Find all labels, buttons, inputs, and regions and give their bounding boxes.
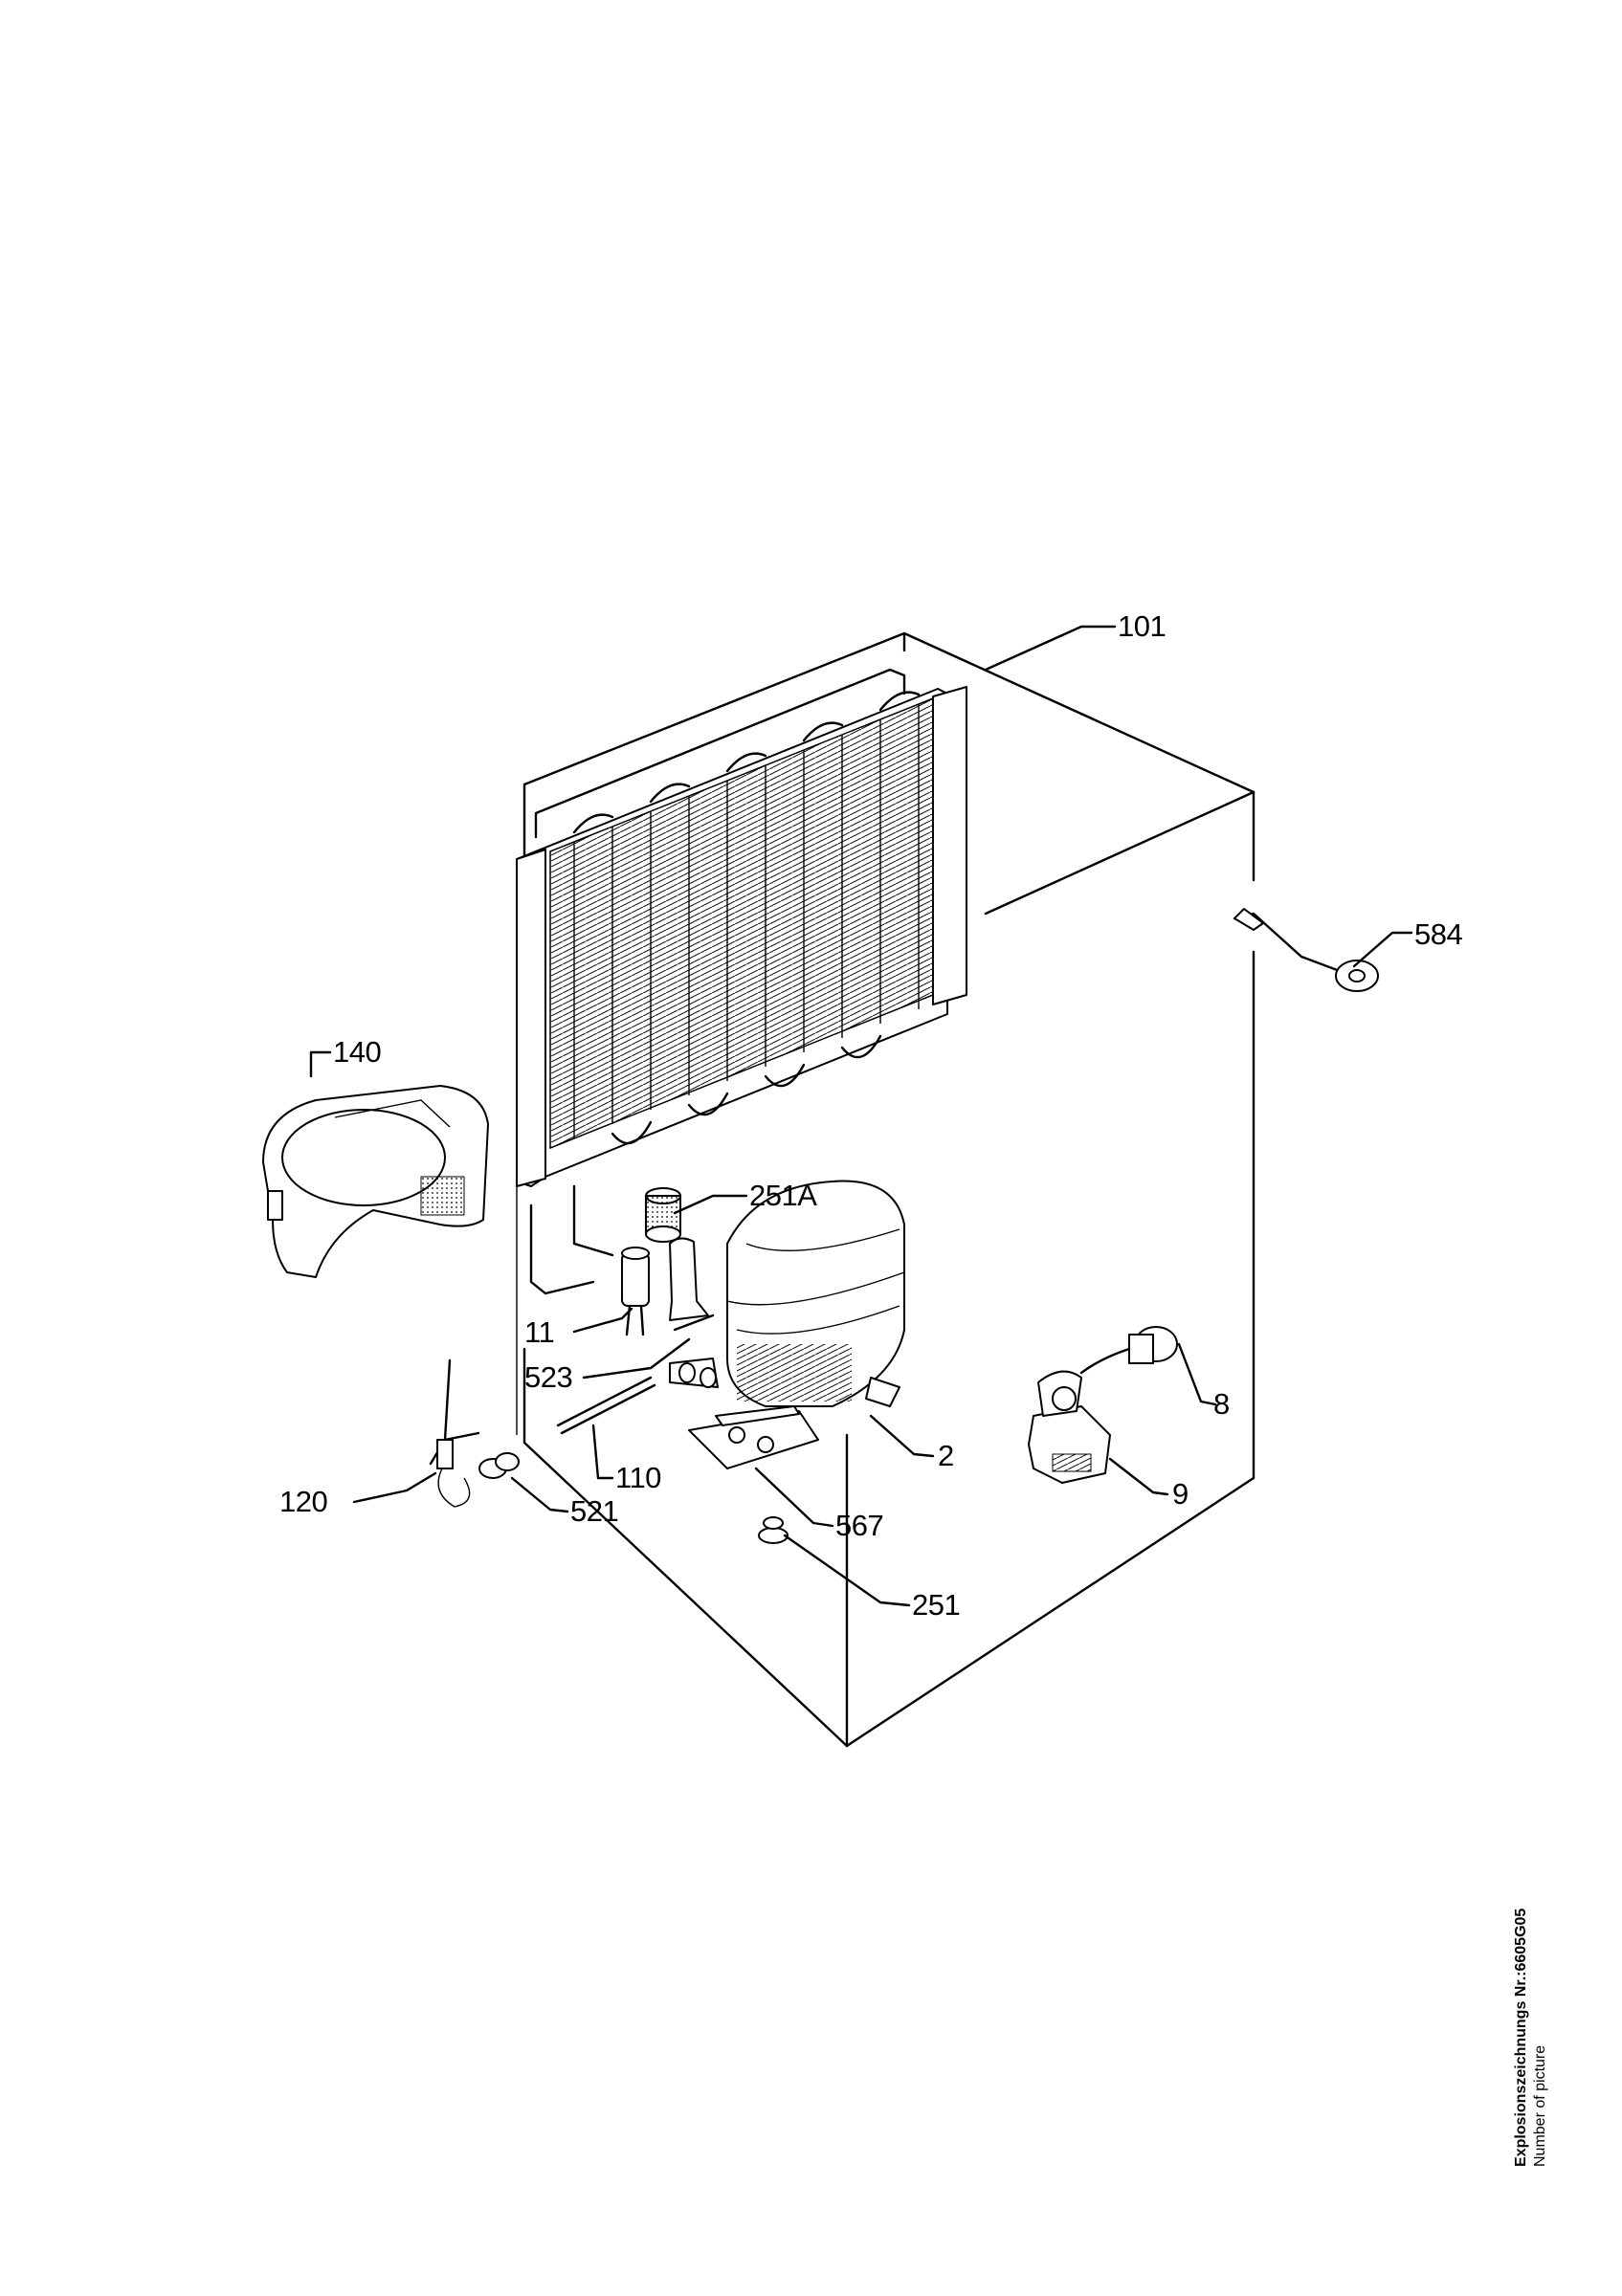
leader-lines [309, 625, 1413, 1607]
grommet-251 [758, 1516, 789, 1544]
label-251A: 251A [749, 1179, 817, 1212]
label-567: 567 [835, 1509, 883, 1542]
part-labels: 101 584 140 251A 11 523 8 2 110 9 120 52… [279, 609, 1463, 1622]
label-521: 521 [570, 1494, 618, 1528]
label-523: 523 [524, 1360, 572, 1394]
relay-11 [621, 1247, 650, 1336]
label-584: 584 [1414, 917, 1462, 951]
label-9: 9 [1172, 1477, 1189, 1511]
thermostat-9 [1028, 1370, 1111, 1484]
drip-tray-140 [262, 1085, 489, 1278]
compressor-2 [669, 1180, 905, 1407]
label-251: 251 [912, 1588, 960, 1622]
label-11: 11 [524, 1315, 554, 1349]
label-140: 140 [333, 1035, 381, 1069]
lamp-holder-8 [1079, 1326, 1178, 1375]
label-8: 8 [1213, 1387, 1230, 1421]
bracket-523 [669, 1237, 715, 1332]
capillary-120 [429, 1358, 480, 1508]
caption-subtitle: Number of picture [1532, 2044, 1548, 2167]
label-110: 110 [615, 1461, 661, 1494]
label-101: 101 [1118, 609, 1166, 643]
condenser-101 [516, 668, 967, 1295]
caption-title: Explosionszeichnungs Nr.:6605G05 [1513, 1908, 1529, 2167]
mounting-plate-567 [688, 1405, 819, 1469]
sensor-584 [1233, 908, 1379, 992]
label-120: 120 [279, 1485, 327, 1518]
cabinet-outline [516, 631, 1255, 1748]
cap-521 [478, 1452, 520, 1479]
picture-number-caption: Explosionszeichnungs Nr.:6605G05 Number … [1512, 1909, 1550, 2167]
rod-110 [556, 1376, 656, 1435]
filter-251A [645, 1187, 681, 1243]
label-2: 2 [938, 1439, 954, 1472]
